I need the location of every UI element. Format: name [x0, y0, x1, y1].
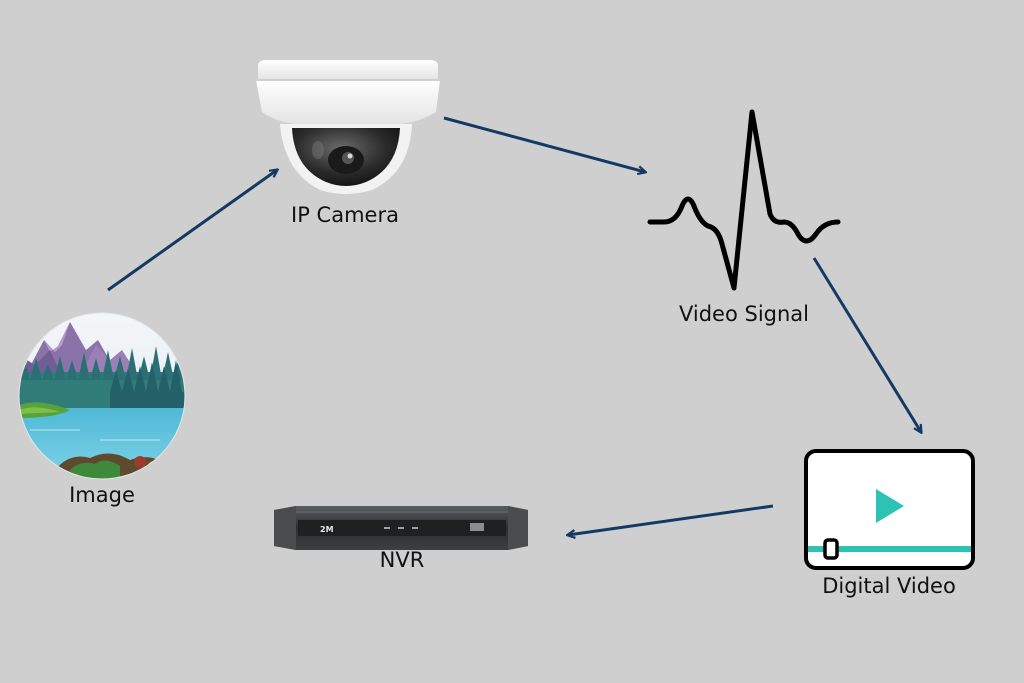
- node-label-video-signal: Video Signal: [679, 302, 809, 326]
- arrow-signal-to-video: [814, 258, 921, 432]
- node-label-image: Image: [69, 483, 135, 507]
- node-label-ip-camera: IP Camera: [291, 203, 399, 227]
- arrow-camera-to-signal: [444, 118, 645, 172]
- dome-camera-icon: [256, 60, 440, 194]
- nvr-brand-logo: 2M: [320, 525, 334, 534]
- landscape-icon: [19, 313, 185, 479]
- video-player-icon: [806, 451, 973, 568]
- node-label-digital-video: Digital Video: [822, 574, 956, 598]
- progress-knob: [825, 540, 837, 558]
- waveform-icon: [650, 112, 838, 288]
- arrow-image-to-camera: [108, 170, 277, 290]
- arrow-video-to-nvr: [568, 506, 773, 535]
- nvr-recorder-icon: 2M: [274, 506, 528, 550]
- node-label-nvr: NVR: [380, 548, 425, 572]
